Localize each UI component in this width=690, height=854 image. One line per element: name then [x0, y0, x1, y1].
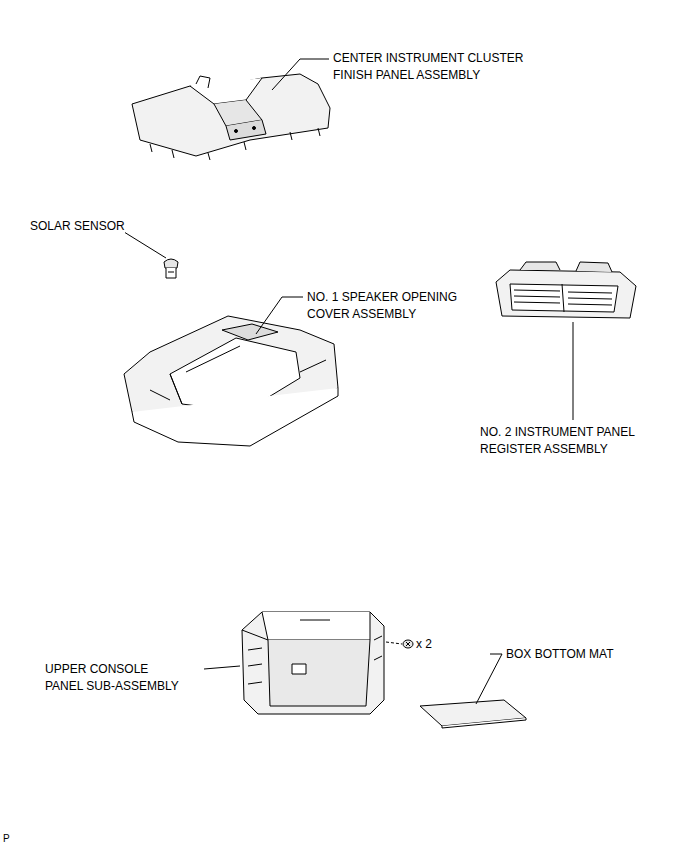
mat-drawing — [420, 700, 526, 728]
part-name: CENTER INSTRUMENT CLUSTER FINISH PANEL A… — [333, 50, 538, 84]
page-marker: P — [3, 830, 10, 847]
part-name: NO. 2 INSTRUMENT PANEL REGISTER ASSEMBLY — [480, 424, 665, 458]
solar-sensor-drawing — [164, 259, 178, 278]
part-name: UPPER CONSOLE PANEL SUB-ASSEMBLY — [45, 661, 185, 695]
leader-lines — [98, 59, 573, 704]
finish-panel-drawing — [132, 74, 330, 160]
part-name: NO. 1 SPEAKER OPENING COVER ASSEMBLY — [307, 289, 477, 323]
quantity-label: x 2 — [416, 636, 432, 653]
part-name: SOLAR SENSOR — [30, 218, 125, 235]
register-drawing — [496, 262, 636, 318]
speaker-cover-drawing — [124, 316, 338, 446]
screw-drawing — [386, 640, 413, 648]
part-name: BOX BOTTOM MAT — [506, 646, 614, 663]
console-panel-drawing — [242, 612, 384, 714]
